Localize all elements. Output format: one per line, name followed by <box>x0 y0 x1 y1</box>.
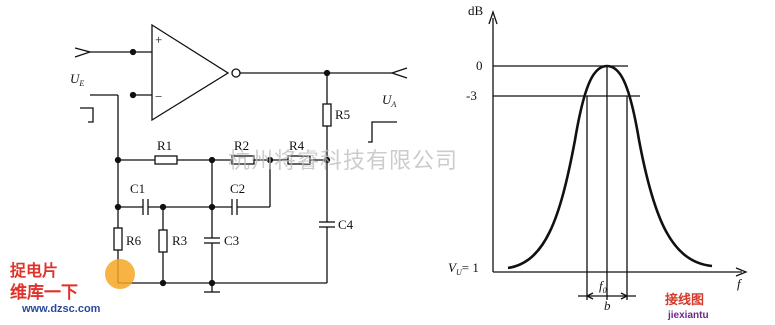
ground-symbol-ua <box>368 121 397 143</box>
bandwidth-label: b <box>604 298 611 313</box>
label-c3: C3 <box>224 233 239 248</box>
center-frequency-label: f0 <box>599 278 607 295</box>
ground-symbol-ue <box>80 107 94 123</box>
label-r6: R6 <box>126 233 142 248</box>
output-voltage-label: UA <box>382 92 396 109</box>
junction <box>114 156 122 164</box>
output-terminal <box>389 67 408 79</box>
junction <box>129 48 137 56</box>
x-axis-label: f <box>737 276 743 291</box>
label-r5: R5 <box>335 107 350 122</box>
bandwidth-arrow-left <box>585 292 594 300</box>
label-c1: C1 <box>130 181 145 196</box>
plus-sign: + <box>155 32 162 47</box>
input-voltage-label: UE <box>70 71 84 88</box>
logo-top-text: 捉电片 <box>10 261 58 280</box>
resistor-r6 <box>113 227 123 251</box>
y-axis-unit: dB <box>468 3 484 18</box>
label-r3: R3 <box>172 233 187 248</box>
frequency-response <box>488 9 748 300</box>
label-c2: C2 <box>230 181 245 196</box>
logo-right-top-text: 接线图 <box>665 292 704 308</box>
label-c4: C4 <box>338 217 354 232</box>
response-labels: dB 0 -3 VU= 1 f f0 b <box>448 3 743 313</box>
junction <box>159 279 167 287</box>
dzsc-logo: 捉电片 维库一下 www.dzsc.com <box>10 259 135 315</box>
jiexiantu-logo: 接线图 jiexiantu <box>665 292 709 321</box>
x-axis-arrow <box>735 267 748 277</box>
watermark-text: 杭州将睿科技有限公司 <box>228 149 458 174</box>
resistor-r5 <box>322 103 332 127</box>
tick-0db: 0 <box>476 58 483 73</box>
label-r2: R2 <box>234 138 249 153</box>
logo-right-url-text: jiexiantu <box>667 310 709 321</box>
resistor-r1 <box>154 155 178 165</box>
input-plus-terminal <box>74 47 93 58</box>
logo-sun-icon <box>105 259 135 289</box>
junction <box>129 91 137 99</box>
label-r4: R4 <box>289 138 305 153</box>
circuit-diagram <box>74 23 408 293</box>
circuit-labels: + − UE UA R1 R2 R3 R4 R5 R6 C1 C2 C3 C4 <box>70 32 396 248</box>
minus-sign: − <box>155 89 162 104</box>
output-bubble <box>231 68 241 78</box>
vu-label: VU= 1 <box>448 260 479 277</box>
logo-url-text: www.dzsc.com <box>21 303 101 315</box>
label-r1: R1 <box>157 138 172 153</box>
bandwidth-arrow-right <box>620 292 629 300</box>
logo-mid-text: 维库一下 <box>10 282 78 303</box>
op-amp <box>151 23 230 122</box>
tick-minus-3db: -3 <box>466 88 477 103</box>
junction <box>114 203 122 211</box>
junction <box>323 156 331 164</box>
y-axis-arrow <box>488 9 498 25</box>
resistor-r3 <box>158 229 168 253</box>
